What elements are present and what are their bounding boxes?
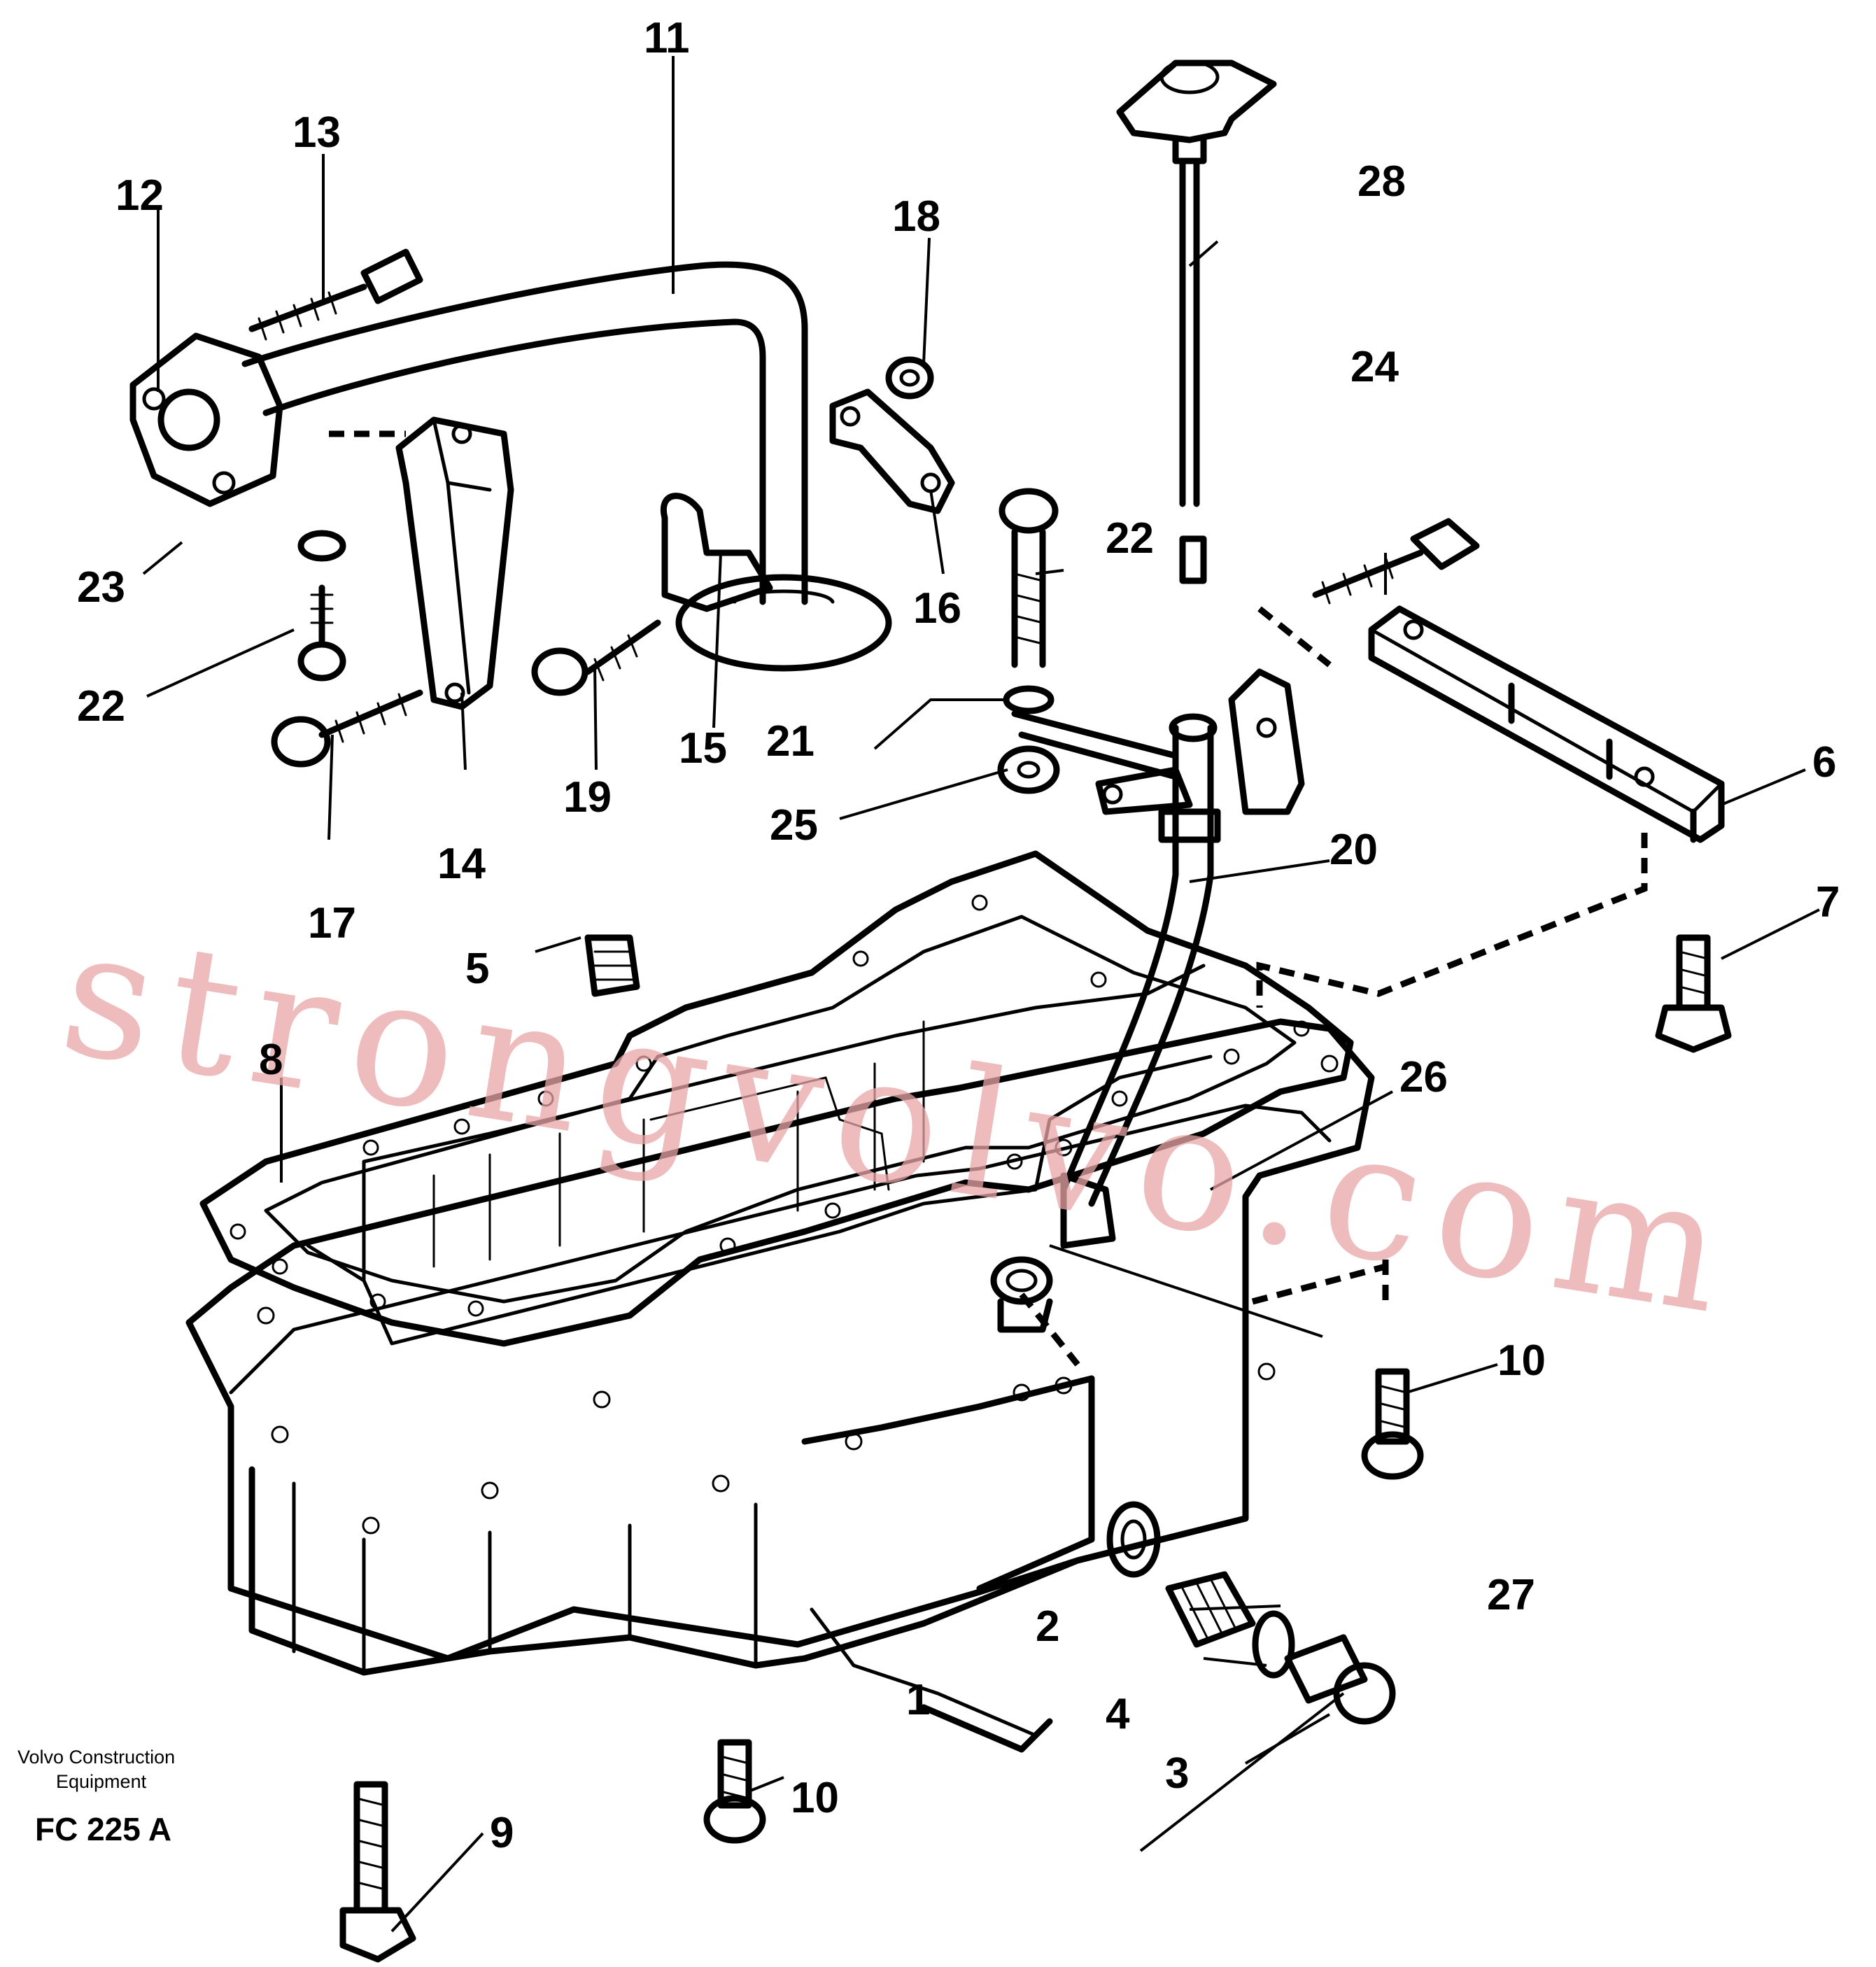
callout-27: 27	[1487, 1571, 1535, 1619]
callout-14: 14	[437, 840, 486, 888]
callout-20: 20	[1330, 826, 1378, 874]
cover-plate	[1368, 605, 1725, 843]
callout-2: 2	[1036, 1602, 1059, 1651]
dipstick	[1116, 59, 1277, 584]
callout-26: 26	[1399, 1053, 1448, 1101]
callout-15: 15	[679, 724, 727, 773]
callout-5: 5	[465, 945, 489, 993]
brand-line-2: Equipment	[56, 1771, 147, 1792]
figure-caption: Volvo Construction Equipment FC 225 A	[17, 1747, 175, 1847]
callout-22a: 22	[1106, 514, 1154, 563]
watermark: strongvolvo.com	[50, 889, 1751, 1355]
callout-10b: 10	[791, 1774, 839, 1822]
callout-25: 25	[770, 801, 818, 849]
brand-line-1: Volvo Construction	[17, 1747, 175, 1768]
gasket	[199, 850, 1354, 1347]
clamp	[660, 493, 773, 612]
callout-8: 8	[259, 1036, 283, 1084]
callout-1: 1	[906, 1676, 930, 1724]
figure-code: FC 225 A	[35, 1811, 171, 1847]
callout-7: 7	[1816, 878, 1840, 926]
callout-22b: 22	[77, 682, 125, 731]
callout-9: 9	[490, 1809, 514, 1857]
callout-3: 3	[1165, 1749, 1189, 1798]
callout-21: 21	[766, 717, 814, 766]
callout-18: 18	[892, 192, 940, 241]
callout-11: 11	[644, 14, 690, 62]
callout-24: 24	[1350, 343, 1399, 391]
callout-4: 4	[1106, 1690, 1130, 1738]
fasteners	[248, 248, 1732, 1963]
oil-pan	[185, 964, 1375, 1753]
callout-16: 16	[913, 584, 961, 633]
dipstick-tube	[990, 668, 1305, 1333]
callout-6: 6	[1812, 738, 1836, 787]
callout-10a: 10	[1497, 1337, 1546, 1385]
callout-17: 17	[308, 899, 356, 947]
callout-12: 12	[115, 171, 164, 220]
bracket-plate	[829, 388, 955, 514]
dashed-connectors	[329, 430, 1648, 1367]
leader-lines	[142, 56, 1820, 1933]
callout-23: 23	[77, 563, 125, 612]
callout-labels: 1 2 3 4 5 6 7 8 9 10 10 11 12 13 14 15 1…	[77, 14, 1840, 1857]
callout-13: 13	[292, 108, 341, 157]
bracket	[395, 416, 514, 710]
callout-19: 19	[563, 773, 612, 822]
pickup-pipe	[129, 261, 892, 672]
callout-28: 28	[1357, 157, 1406, 206]
